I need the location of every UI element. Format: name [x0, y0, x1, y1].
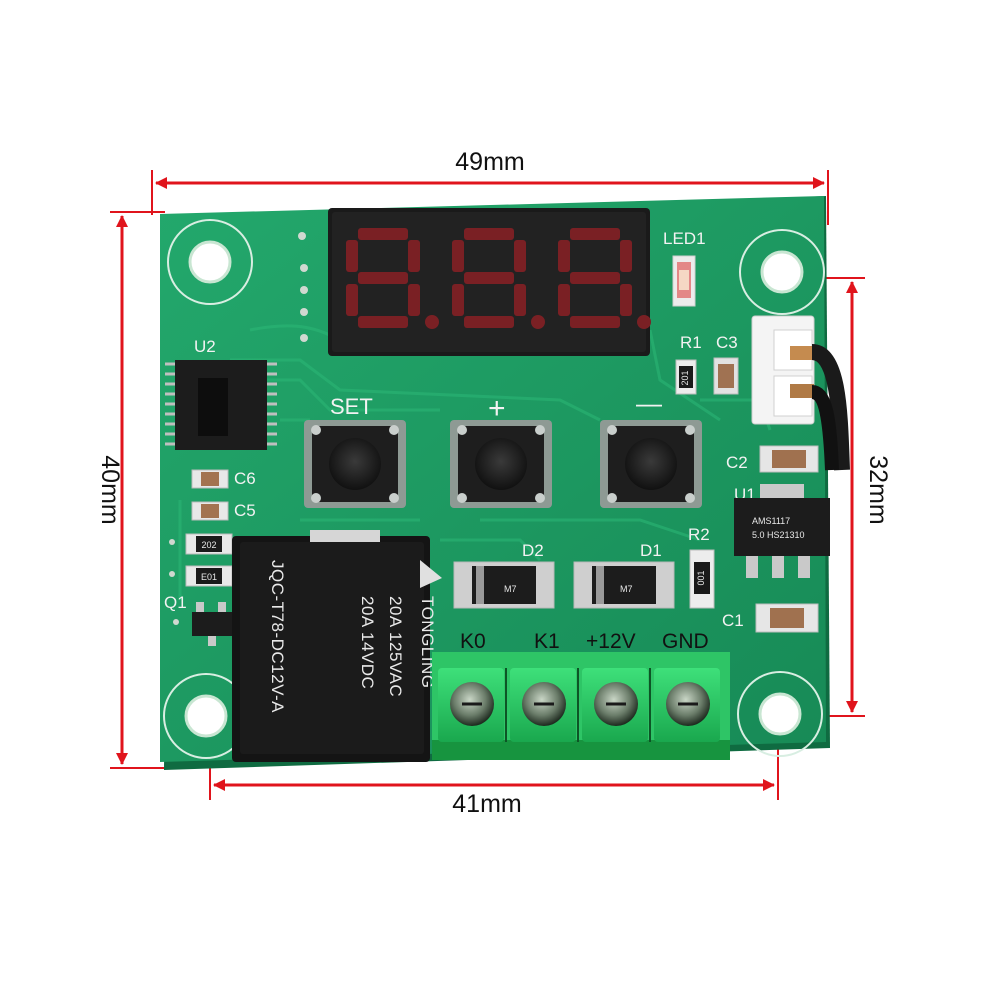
terminal-screw-gnd[interactable]	[666, 682, 710, 726]
terminal-label-k0: K0	[460, 630, 486, 653]
d1-label: D1	[640, 541, 662, 560]
c2-capacitor	[759, 445, 819, 473]
pcb-board: LED1 U2 R1 C3	[160, 196, 850, 770]
display-decimal-point	[637, 315, 651, 329]
q1-label: Q1	[164, 593, 187, 612]
d2-label: D2	[522, 541, 544, 560]
u1-text-line2: 5.0 HS21310	[752, 530, 805, 540]
display-decimal-point	[531, 315, 545, 329]
minus-button-label: —	[636, 388, 662, 418]
q1-transistor	[192, 602, 232, 646]
led1-label: LED1	[663, 229, 706, 248]
terminal-labels: K0 K1 +12V GND	[460, 630, 709, 653]
c1-capacitor	[755, 603, 819, 633]
dimension-right-label: 32mm	[864, 455, 892, 524]
r-left-a-resistor: 202	[185, 533, 233, 555]
c5-label: C5	[234, 501, 256, 520]
relay-rating-2: 20A 14VDC	[358, 596, 377, 689]
mounting-hole-top-right	[739, 229, 825, 315]
u1-text-line1: AMS1117	[752, 516, 790, 526]
r2-label: R2	[688, 525, 710, 544]
display-segment	[408, 284, 420, 316]
relay: TONGLING 20A 125VAC 20A 14VDC JQC-T78-DC…	[232, 530, 442, 762]
r-left-b-code: E01	[201, 572, 217, 582]
set-button[interactable]	[304, 420, 406, 508]
display-digit	[452, 228, 545, 329]
r1-resistor: 201	[675, 359, 697, 395]
c2-label: C2	[726, 453, 748, 472]
display-decimal-point	[425, 315, 439, 329]
display-segment	[358, 272, 408, 284]
r2-code: 001	[696, 570, 706, 585]
r1-label: R1	[680, 333, 702, 352]
c1-label: C1	[722, 611, 744, 630]
led-indicator	[672, 255, 696, 307]
display-segment	[452, 240, 464, 272]
terminal-label-12v: +12V	[586, 630, 636, 653]
terminal-screw-k0[interactable]	[450, 682, 494, 726]
c5-capacitor	[191, 501, 229, 521]
display-segment	[514, 284, 526, 316]
terminal-screw-k1[interactable]	[522, 682, 566, 726]
display-digit	[346, 228, 439, 329]
c6-capacitor	[191, 469, 229, 489]
relay-model: JQC-T78-DC12V-A	[268, 560, 287, 713]
r1-code: 201	[680, 370, 690, 385]
dimension-left-label: 40mm	[96, 455, 124, 524]
terminal-label-gnd: GND	[662, 630, 709, 653]
u1-regulator: AMS1117 5.0 HS21310	[734, 484, 830, 578]
display-segment	[570, 316, 620, 328]
display-segment	[558, 240, 570, 272]
mounting-hole-bottom-right	[737, 671, 823, 757]
mounting-hole-top-left	[167, 219, 253, 305]
display-segment	[358, 228, 408, 240]
plus-button-label: +	[488, 392, 506, 425]
display-segment	[452, 284, 464, 316]
c3-label: C3	[716, 333, 738, 352]
dimension-top: 49mm	[151, 148, 829, 225]
display-segment	[464, 228, 514, 240]
r-left-a-code: 202	[201, 540, 216, 550]
display-segment	[358, 316, 408, 328]
d1-diode: M7	[573, 561, 675, 609]
c3-capacitor	[713, 357, 739, 395]
d2-diode: M7	[453, 561, 555, 609]
display-segment	[346, 240, 358, 272]
sensor-connector	[751, 315, 850, 471]
dimension-bottom-label: 41mm	[452, 790, 521, 818]
u2-chip	[165, 360, 277, 450]
display-segment	[464, 272, 514, 284]
display-digits	[346, 228, 651, 329]
dimension-top-label: 49mm	[455, 148, 524, 176]
set-button-label: SET	[330, 394, 373, 419]
minus-button[interactable]	[600, 420, 702, 508]
display-segment	[558, 284, 570, 316]
display-segment	[346, 284, 358, 316]
d1-text: M7	[620, 584, 633, 594]
terminal-screw-12v[interactable]	[594, 682, 638, 726]
u2-label: U2	[194, 337, 216, 356]
relay-rating-1: 20A 125VAC	[386, 596, 405, 697]
c6-label: C6	[234, 469, 256, 488]
display-segment	[620, 240, 632, 272]
display-segment	[570, 228, 620, 240]
dimension-left: 40mm	[96, 211, 165, 769]
r2-resistor: 001	[689, 549, 715, 609]
seven-segment-display	[328, 208, 651, 356]
test-points	[169, 232, 308, 625]
display-segment	[620, 284, 632, 316]
dimension-bottom: 41mm	[209, 718, 779, 818]
plus-button[interactable]	[450, 420, 552, 508]
terminal-label-k1: K1	[534, 630, 560, 653]
display-segment	[570, 272, 620, 284]
r-left-b-resistor: E01	[185, 565, 233, 587]
display-digit	[558, 228, 651, 329]
display-segment	[408, 240, 420, 272]
d2-text: M7	[504, 584, 517, 594]
display-segment	[464, 316, 514, 328]
display-segment	[514, 240, 526, 272]
